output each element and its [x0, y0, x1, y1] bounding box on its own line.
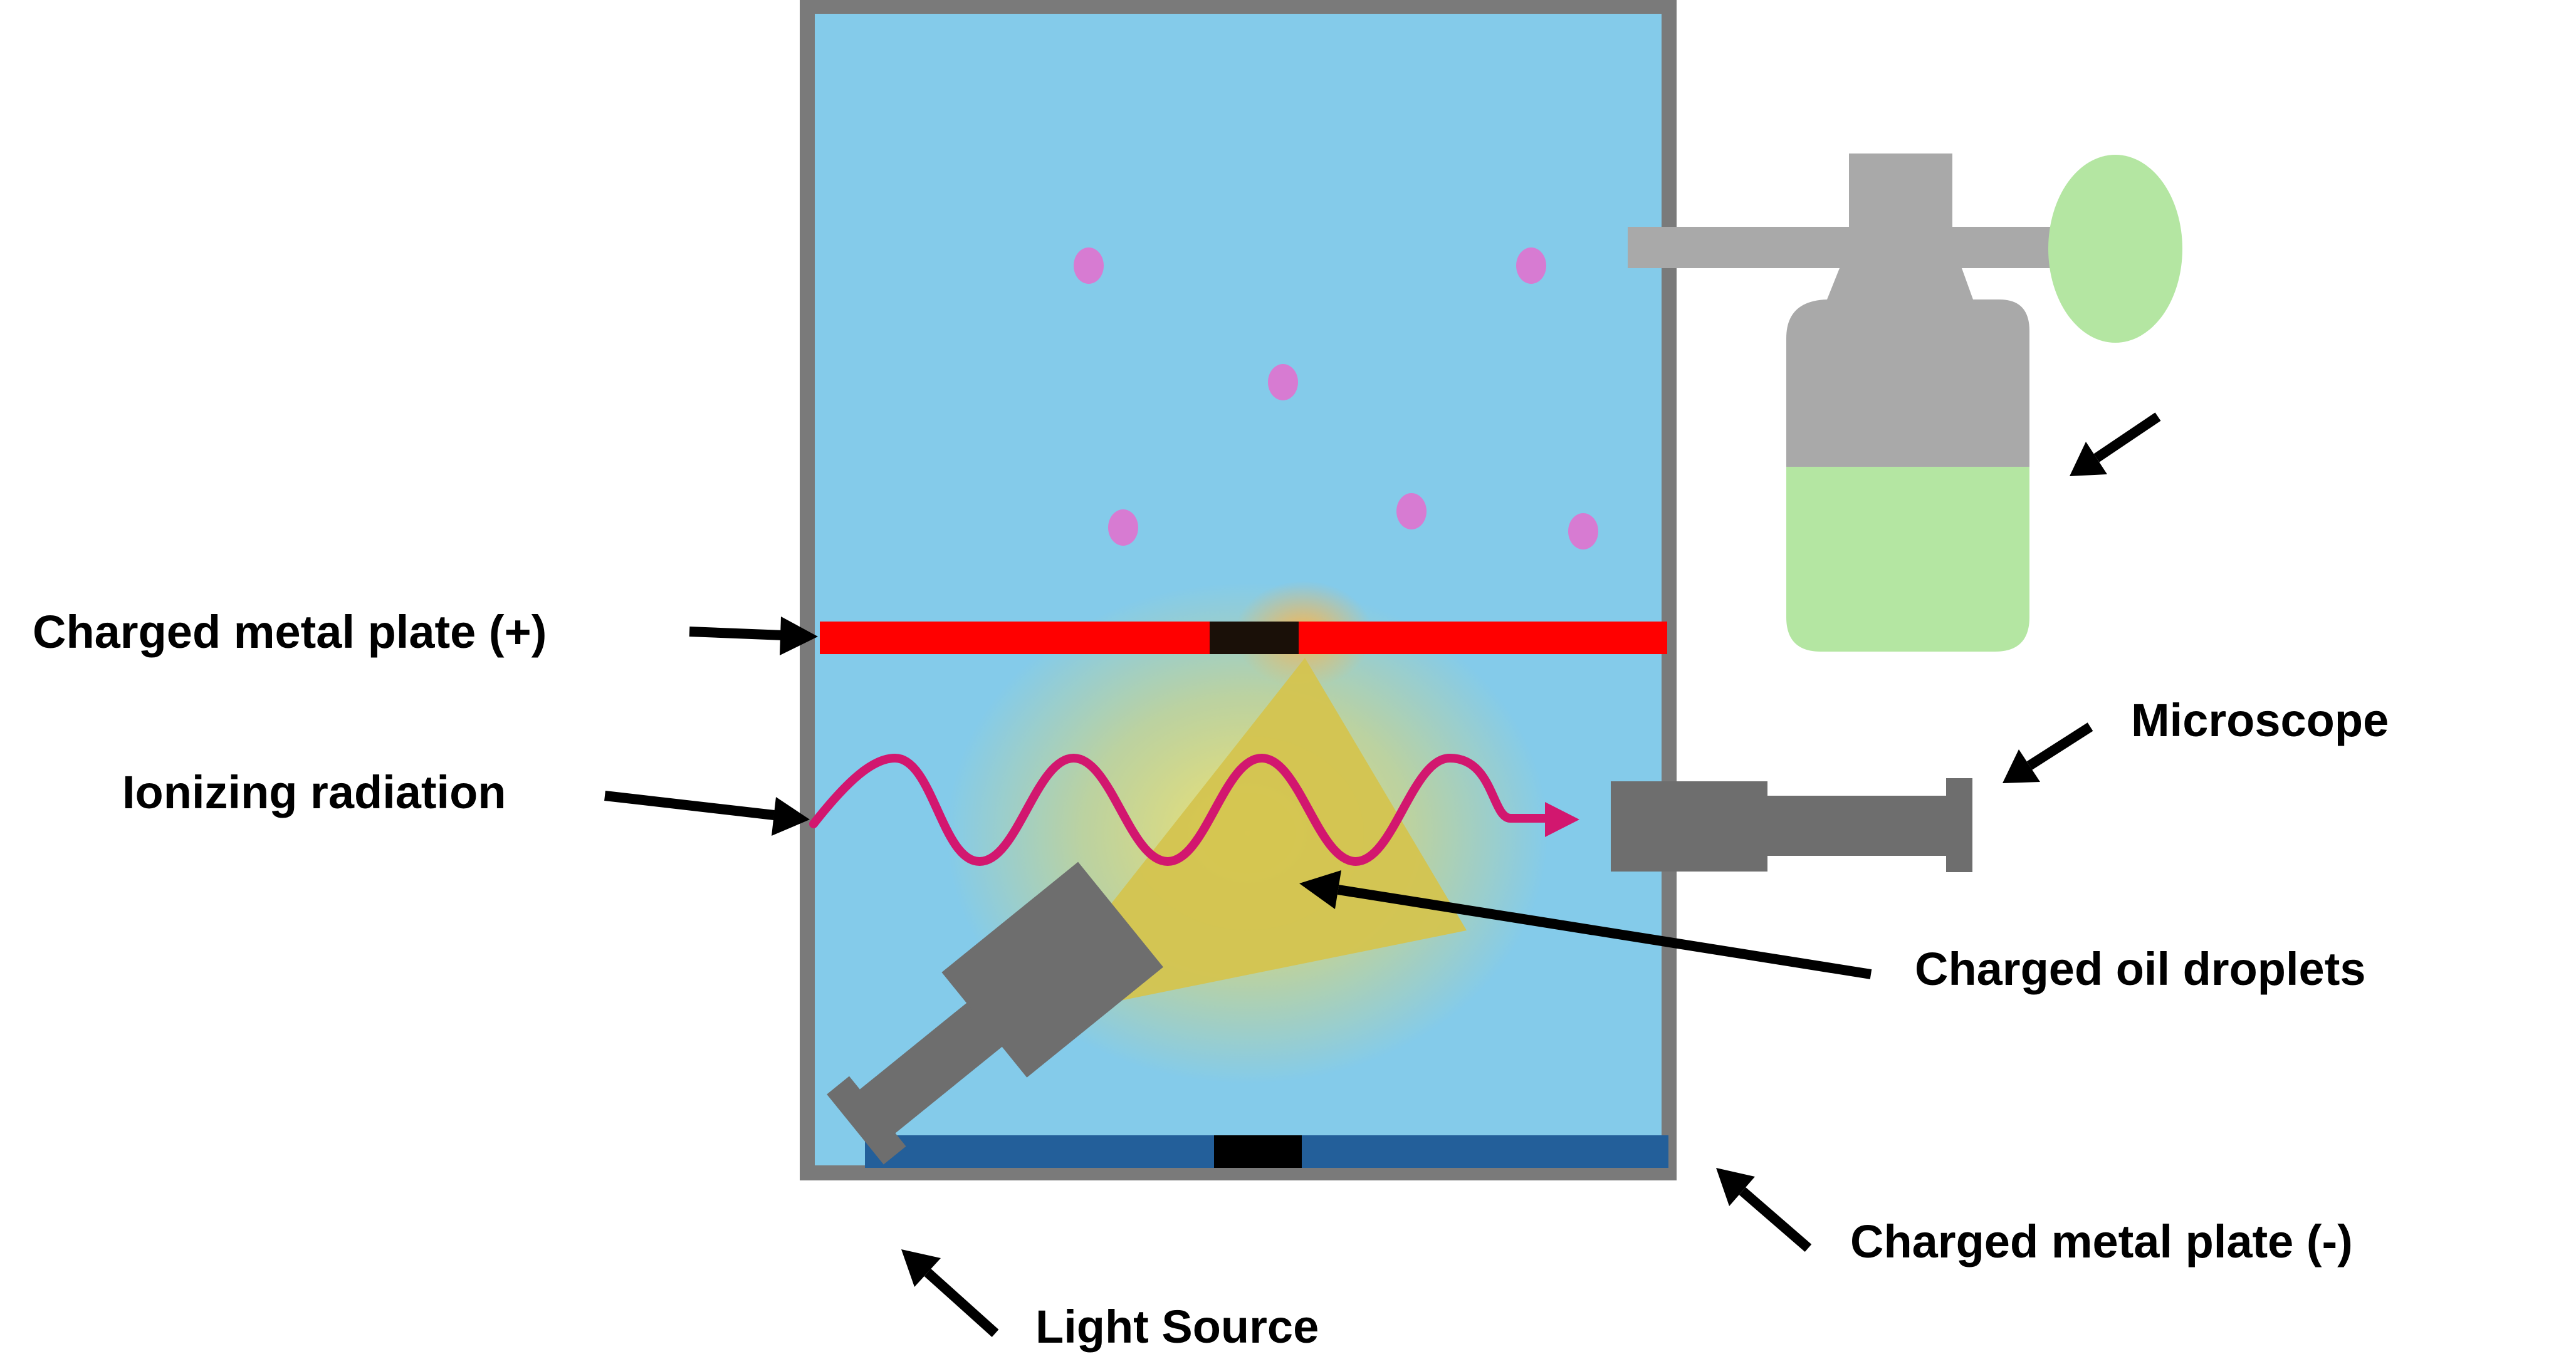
arrow-microscope — [2003, 722, 2093, 783]
microscope-icon — [1611, 778, 1972, 872]
oil-droplet — [1568, 513, 1598, 549]
oil-droplet — [1108, 509, 1138, 546]
negative-plate-hole — [1214, 1135, 1302, 1168]
atomizer-oil-reservoir — [1786, 467, 2029, 652]
atomizer-cap — [1849, 154, 1952, 269]
oil-atomizer-icon — [1628, 154, 2182, 652]
oil-droplets-upper — [1074, 247, 1598, 549]
label-positive-plate: Charged metal plate (+) — [33, 606, 547, 658]
positive-plate-hole — [1210, 622, 1299, 654]
pointer-arrows — [604, 412, 2161, 1337]
arrow-negative-plate — [1716, 1168, 1812, 1252]
oil-droplet — [1268, 364, 1298, 400]
label-microscope: Microscope — [2131, 694, 2389, 746]
atomizer-bottle-top — [1786, 268, 2029, 467]
oil-droplet — [1074, 247, 1104, 284]
flashlight-icon — [827, 861, 1163, 1165]
oil-droplet — [1516, 247, 1546, 284]
arrow-light-source — [901, 1249, 999, 1337]
negative-plate — [865, 1135, 1668, 1168]
arrow-ionizing-radiation — [604, 791, 810, 836]
atomizer-tube — [1628, 227, 2054, 268]
label-ionizing-radiation: Ionizing radiation — [122, 766, 506, 818]
ionizing-radiation-wave — [809, 753, 1552, 867]
label-light-source: Light Source — [1035, 1301, 1319, 1353]
positive-plate — [820, 622, 1667, 654]
arrow-positive-plate — [689, 617, 818, 655]
atomizer-bulb — [2048, 155, 2182, 343]
oil-droplet — [1396, 493, 1427, 529]
radiation-arrowhead — [1545, 802, 1579, 837]
arrow-atomizer — [2070, 412, 2161, 476]
arrow-charged-oil-droplets — [1299, 870, 1872, 979]
label-charged-oil-droplets: Charged oil droplets — [1915, 943, 2366, 995]
label-negative-plate: Charged metal plate (-) — [1850, 1215, 2353, 1267]
